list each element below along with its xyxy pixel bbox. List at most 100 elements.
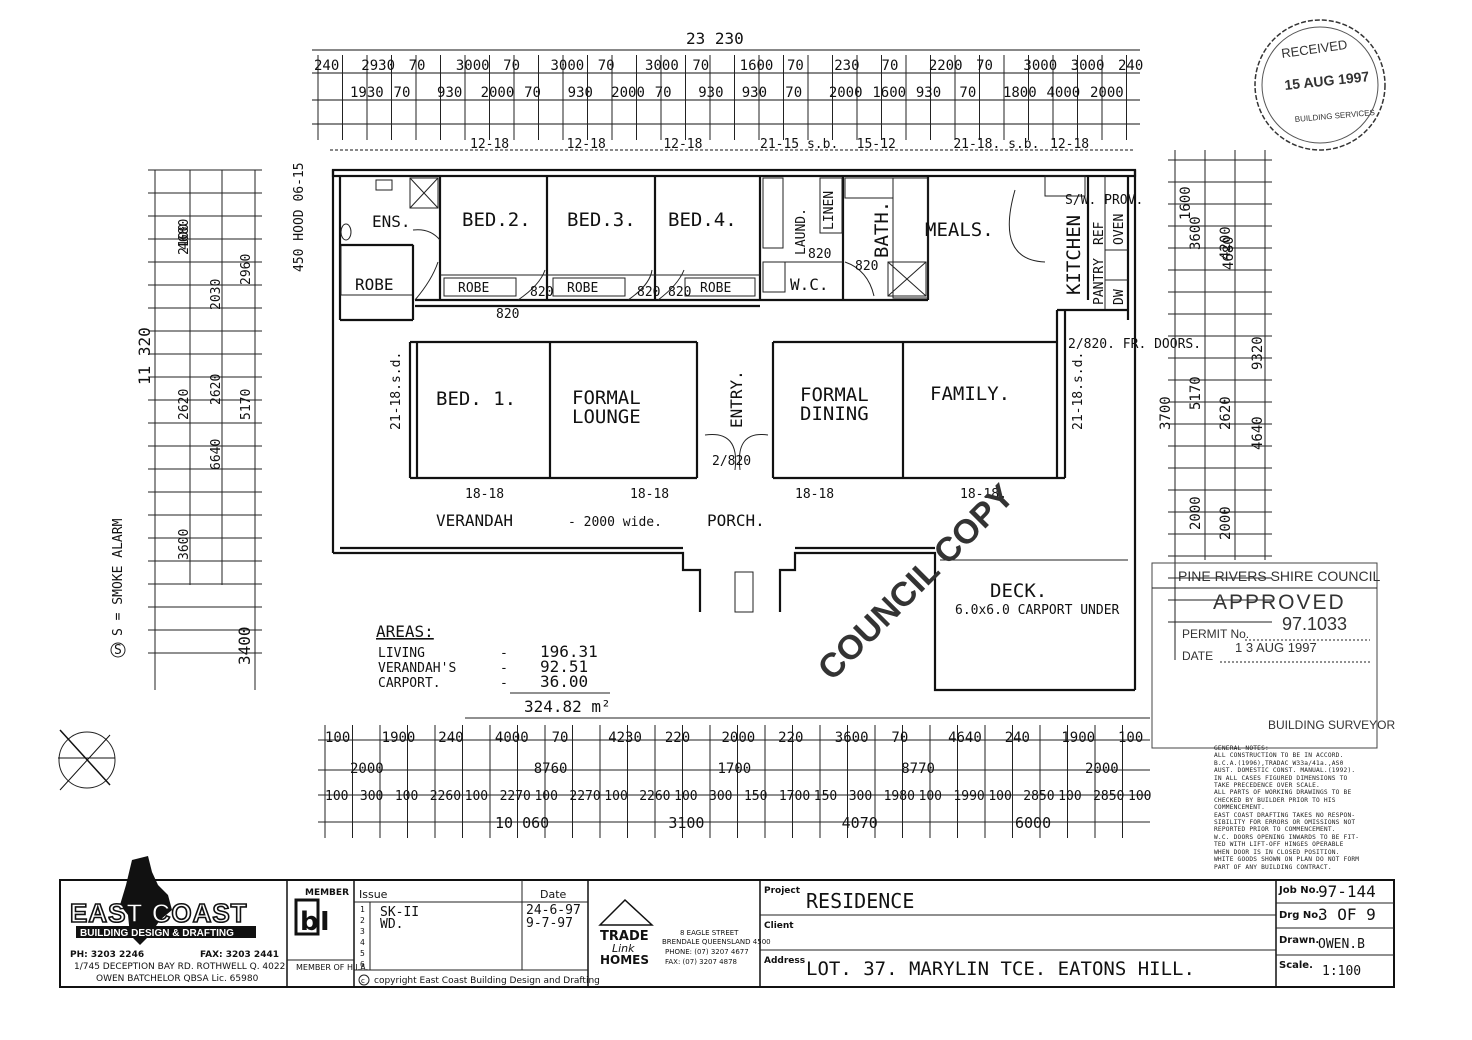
company-subtitle: BUILDING DESIGN & DRAFTING — [80, 928, 234, 939]
top-row2-label: 2000 — [611, 85, 645, 101]
kitchen-pantry: PANTRY — [1092, 258, 1107, 305]
top-row2-label: 2000 — [829, 85, 863, 101]
left-dimension-label: 2960 — [239, 254, 254, 285]
door-size-laundry: 820 — [808, 247, 831, 262]
right-dimension-label: 5170 — [1188, 376, 1204, 410]
top-row1-label: 3000 — [645, 58, 679, 74]
issue-date-2: 9-7-97 — [526, 916, 573, 931]
date-header: Date — [540, 888, 567, 901]
bdaq-logo-icon — [294, 898, 320, 936]
bot-row1-label: 4640 — [948, 730, 982, 746]
left-dimension-label: 6640 — [209, 439, 224, 470]
door-size-bath: 820 — [855, 259, 878, 274]
areas-title: AREAS: — [376, 622, 434, 641]
top-row1-label: 240 — [314, 58, 339, 74]
bot-row4-label: 6000 — [1015, 814, 1051, 832]
issue-number: 2 — [360, 916, 365, 925]
top-row1-label: 230 — [834, 58, 859, 74]
win-top-label: 12-18 — [567, 137, 606, 152]
approval-surveyor: BUILDING SURVEYOR — [1268, 718, 1395, 732]
room-labels: ENS. ROBE BED.2. BED.3. BED.4. ROBE ROBE… — [355, 191, 1143, 618]
bot-row1-label: 1900 — [382, 730, 416, 746]
room-bed-1: BED. 1. — [436, 388, 516, 410]
kitchen-dw: DW — [1112, 289, 1127, 305]
room-meals: MEALS. — [925, 219, 994, 241]
top-row2-label: 70 — [785, 85, 802, 101]
copyright-icon: c — [361, 977, 365, 985]
room-laundry: LAUND. — [794, 208, 809, 255]
deck-label: DECK. — [990, 580, 1047, 602]
top-row2-label: 70 — [959, 85, 976, 101]
smoke-alarm-legend: S = SMOKE ALARM — [111, 518, 126, 636]
bot-row3-label: 100 — [604, 789, 627, 804]
bot-row4-label: 10 060 — [495, 814, 549, 832]
bot-row3-label: 1700 — [779, 789, 810, 804]
area-value-verandahs: 92.51 — [540, 657, 588, 676]
top-row2-label: 2000 — [1090, 85, 1124, 101]
bot-row3-label: 1990 — [953, 789, 984, 804]
left-dimension-label: 3600 — [177, 529, 192, 560]
svg-text:b: b — [300, 907, 319, 937]
scale-value: 1:100 — [1322, 964, 1361, 979]
svg-text:S: S — [114, 643, 122, 658]
approval-date-label: DATE — [1182, 649, 1213, 663]
issue-date-1: 24-6-97 — [526, 903, 581, 918]
win-bottom-label: 18-18 — [630, 487, 669, 502]
room-entry: ENTRY. — [727, 370, 746, 428]
issue-number: 3 — [360, 927, 365, 936]
right-dimension-label: 2000 — [1218, 506, 1234, 540]
win-bottom-label: 18-18 — [795, 487, 834, 502]
approval-date-value: 1 3 AUG 1997 — [1235, 640, 1317, 655]
received-stamp-dept: BUILDING SERVICES — [1294, 108, 1375, 124]
left-lower-height: 3400 — [235, 626, 254, 665]
approval-council-name: PINE RIVERS SHIRE COUNCIL — [1178, 568, 1380, 584]
door-size-bed2: 820 — [496, 307, 519, 322]
drg-label: Drg No. — [1279, 910, 1322, 921]
bot-row3-label: 300 — [360, 789, 383, 804]
issue-2: WD. — [380, 917, 403, 932]
bot-row3-label: 2270 — [569, 789, 600, 804]
right-dimension-label: 1600 — [1178, 186, 1194, 220]
address-label: Address — [764, 956, 805, 966]
bot-row1-label: 3600 — [835, 730, 869, 746]
win-top-label: 15-12 — [857, 137, 896, 152]
bot-row3-label: 2850 — [1093, 789, 1124, 804]
top-row2-label: 4000 — [1046, 85, 1080, 101]
top-row2-label: 70 — [394, 85, 411, 101]
issue-number: 6 — [360, 960, 365, 969]
trade-link-house-icon — [598, 898, 654, 926]
area-value-living: 196.31 — [540, 642, 598, 661]
drg-value: 3 OF 9 — [1318, 905, 1376, 924]
door-size-bed4: 820 — [637, 285, 660, 300]
trade-link-address-2: BRENDALE QUEENSLAND 4500 — [662, 938, 771, 946]
bot-row1-label: 220 — [778, 730, 803, 746]
kitchen-oven: OVEN — [1112, 214, 1127, 245]
left-dimension-label: 2100 — [177, 224, 192, 255]
bot-row3-label: 2260 — [639, 789, 670, 804]
drawn-label: Drawn. — [1279, 935, 1319, 946]
approval-status: APPROVED — [1213, 591, 1346, 614]
building-walls — [331, 168, 1137, 692]
bot-row2-label: 8760 — [534, 761, 568, 777]
drawn-value: OWEN.B — [1318, 937, 1365, 952]
top-row2-label: 930 — [742, 85, 767, 101]
received-stamp-date: 15 AUG 1997 — [1284, 68, 1371, 93]
bot-row3-label: 300 — [849, 789, 872, 804]
top-row2-label: 930 — [698, 85, 723, 101]
room-formal-dining-line1: FORMAL — [800, 384, 869, 406]
bot-row3-label: 150 — [744, 789, 767, 804]
top-row1-label: 70 — [598, 58, 615, 74]
bot-row1-label: 4000 — [495, 730, 529, 746]
left-dimension-label: 5170 — [239, 389, 254, 420]
right-dimension-label: 4640 — [1250, 416, 1266, 450]
top-row2-label: 70 — [655, 85, 672, 101]
win-top-label: 12-18 — [663, 137, 702, 152]
bot-row3-label: 100 — [465, 789, 488, 804]
door-size-robe: 820 — [668, 285, 691, 300]
room-bath: BATH. — [871, 201, 893, 258]
top-row1-label: 70 — [409, 58, 426, 74]
top-row1-label: 2200 — [929, 58, 963, 74]
client-label: Client — [764, 921, 794, 931]
bot-row1-label: 100 — [325, 730, 350, 746]
